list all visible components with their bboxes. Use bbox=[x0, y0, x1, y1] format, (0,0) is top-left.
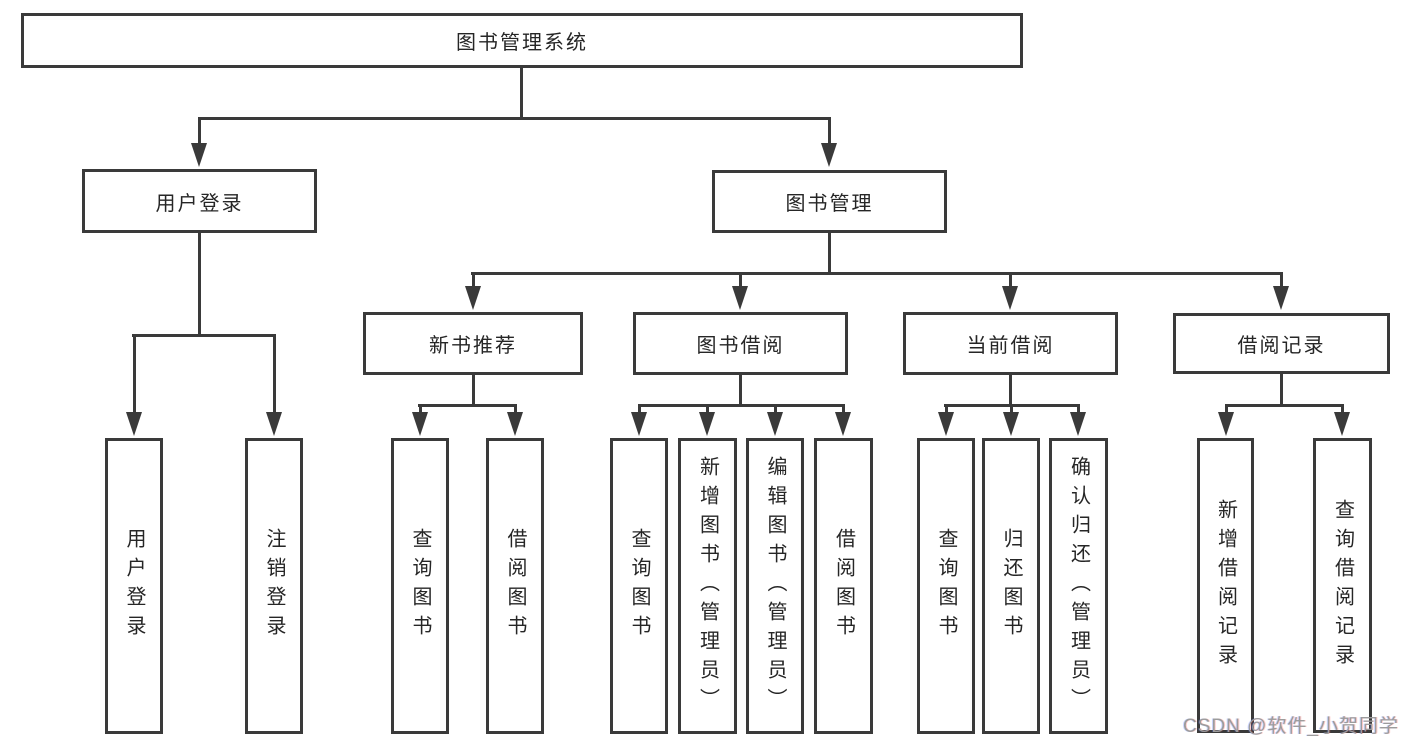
connector-drop-line bbox=[1280, 272, 1283, 286]
node-new-book-recommend: 新书推荐 bbox=[363, 312, 583, 375]
arrow-down-icon bbox=[732, 286, 748, 310]
leaf-confirm-return-admin-label: 确认归还（管理员） bbox=[1067, 455, 1090, 717]
connector-book-mgmt-bar bbox=[471, 272, 1283, 275]
arrow-down-icon bbox=[1003, 412, 1019, 436]
connector-borrow-records-stem bbox=[1280, 374, 1283, 405]
arrow-down-icon bbox=[835, 412, 851, 436]
arrow-down-icon bbox=[699, 412, 715, 436]
connector-drop-line bbox=[472, 272, 475, 286]
node-user-login-branch-label: 用户登录 bbox=[155, 192, 244, 215]
connector-drop-line bbox=[706, 404, 709, 414]
connector-drop-line bbox=[945, 404, 948, 414]
node-book-borrowing: 图书借阅 bbox=[633, 312, 848, 375]
node-current-borrowing: 当前借阅 bbox=[903, 312, 1118, 375]
leaf-user-login-label: 用户登录 bbox=[123, 528, 145, 644]
connector-drop-line bbox=[273, 334, 276, 414]
connector-book-borrow-bar bbox=[638, 404, 844, 407]
node-borrowing-records: 借阅记录 bbox=[1173, 313, 1390, 374]
arrow-down-icon bbox=[465, 286, 481, 310]
connector-drop-line bbox=[1341, 404, 1344, 414]
leaf-edit-books-admin: 编辑图书（管理员） bbox=[746, 438, 804, 734]
leaf-edit-books-admin-label: 编辑图书（管理员） bbox=[764, 455, 786, 717]
connector-user-login-bar bbox=[132, 334, 275, 337]
leaf-query-books-current: 查询图书 bbox=[917, 438, 975, 734]
connector-root-bar bbox=[198, 117, 831, 120]
connector-drop-line bbox=[1225, 404, 1228, 414]
connector-new-book-stem bbox=[472, 375, 475, 406]
leaf-add-books-admin: 新增图书（管理员） bbox=[678, 438, 737, 734]
leaf-logout-label: 注销登录 bbox=[263, 528, 285, 644]
arrow-down-icon bbox=[1334, 412, 1350, 436]
node-new-book-recommend-label: 新书推荐 bbox=[429, 335, 517, 357]
leaf-borrow-books-label: 借阅图书 bbox=[832, 528, 855, 644]
leaf-query-borrow-record: 查询借阅记录 bbox=[1313, 438, 1372, 733]
connector-user-login-stem bbox=[198, 233, 201, 335]
leaf-query-books-recommend: 查询图书 bbox=[391, 438, 449, 734]
connector-drop-line bbox=[774, 404, 777, 414]
connector-book-mgmt-stem bbox=[828, 233, 831, 274]
node-borrowing-records-label: 借阅记录 bbox=[1237, 335, 1326, 357]
arrow-down-icon bbox=[938, 412, 954, 436]
connector-root-stem bbox=[520, 68, 523, 118]
leaf-query-books-recommend-label: 查询图书 bbox=[409, 528, 431, 644]
connector-drop-line bbox=[514, 404, 517, 414]
connector-drop-line bbox=[828, 117, 831, 143]
arrow-down-icon bbox=[1218, 412, 1234, 436]
arrow-down-icon bbox=[1273, 286, 1289, 310]
node-user-login-branch: 用户登录 bbox=[82, 169, 317, 233]
connector-drop-line bbox=[1009, 272, 1012, 286]
leaf-add-books-admin-label: 新增图书（管理员） bbox=[696, 455, 719, 717]
leaf-borrow-books-recommend-label: 借阅图书 bbox=[504, 528, 526, 644]
arrow-down-icon bbox=[1002, 286, 1018, 310]
connector-drop-line bbox=[842, 404, 845, 414]
connector-drop-line bbox=[1010, 404, 1013, 414]
arrow-down-icon bbox=[126, 412, 142, 436]
node-root-label: 图书管理系统 bbox=[456, 32, 588, 54]
connector-drop-line bbox=[419, 404, 422, 414]
connector-drop-line bbox=[739, 272, 742, 286]
leaf-query-borrow-record-label: 查询借阅记录 bbox=[1331, 498, 1354, 673]
connector-new-book-bar bbox=[418, 404, 517, 407]
arrow-down-icon bbox=[412, 412, 428, 436]
connector-drop-line bbox=[133, 334, 136, 414]
leaf-return-books: 归还图书 bbox=[982, 438, 1040, 734]
connector-current-borrow-stem bbox=[1009, 375, 1012, 405]
node-book-borrowing-label: 图书借阅 bbox=[696, 335, 785, 357]
csdn-watermark: CSDN @软件_小贺同学 bbox=[1183, 716, 1399, 737]
leaf-confirm-return-admin: 确认归还（管理员） bbox=[1049, 438, 1108, 734]
leaf-query-books-borrowing: 查询图书 bbox=[610, 438, 668, 734]
leaf-borrow-books: 借阅图书 bbox=[814, 438, 873, 734]
connector-drop-line bbox=[638, 404, 641, 414]
leaf-add-borrow-record: 新增借阅记录 bbox=[1197, 438, 1254, 733]
arrow-down-icon bbox=[1070, 412, 1086, 436]
leaf-add-borrow-record-label: 新增借阅记录 bbox=[1214, 498, 1237, 673]
connector-drop-line bbox=[1077, 404, 1080, 414]
arrow-down-icon bbox=[767, 412, 783, 436]
connector-borrow-records-bar bbox=[1225, 404, 1344, 407]
connector-drop-line bbox=[198, 117, 201, 143]
arrow-down-icon bbox=[191, 143, 207, 167]
connector-book-borrow-stem bbox=[739, 375, 742, 405]
leaf-borrow-books-recommend: 借阅图书 bbox=[486, 438, 544, 734]
leaf-return-books-label: 归还图书 bbox=[1000, 528, 1022, 644]
leaf-user-login: 用户登录 bbox=[105, 438, 163, 734]
leaf-logout: 注销登录 bbox=[245, 438, 303, 734]
arrow-down-icon bbox=[631, 412, 647, 436]
arrow-down-icon bbox=[507, 412, 523, 436]
leaf-query-books-current-label: 查询图书 bbox=[935, 528, 957, 644]
node-book-management-branch-label: 图书管理 bbox=[785, 193, 874, 215]
node-current-borrowing-label: 当前借阅 bbox=[966, 335, 1055, 357]
node-book-management-branch: 图书管理 bbox=[712, 170, 947, 233]
arrow-down-icon bbox=[266, 412, 282, 436]
leaf-query-books-borrowing-label: 查询图书 bbox=[628, 528, 650, 644]
arrow-down-icon bbox=[821, 143, 837, 167]
node-root-system: 图书管理系统 bbox=[21, 13, 1023, 68]
